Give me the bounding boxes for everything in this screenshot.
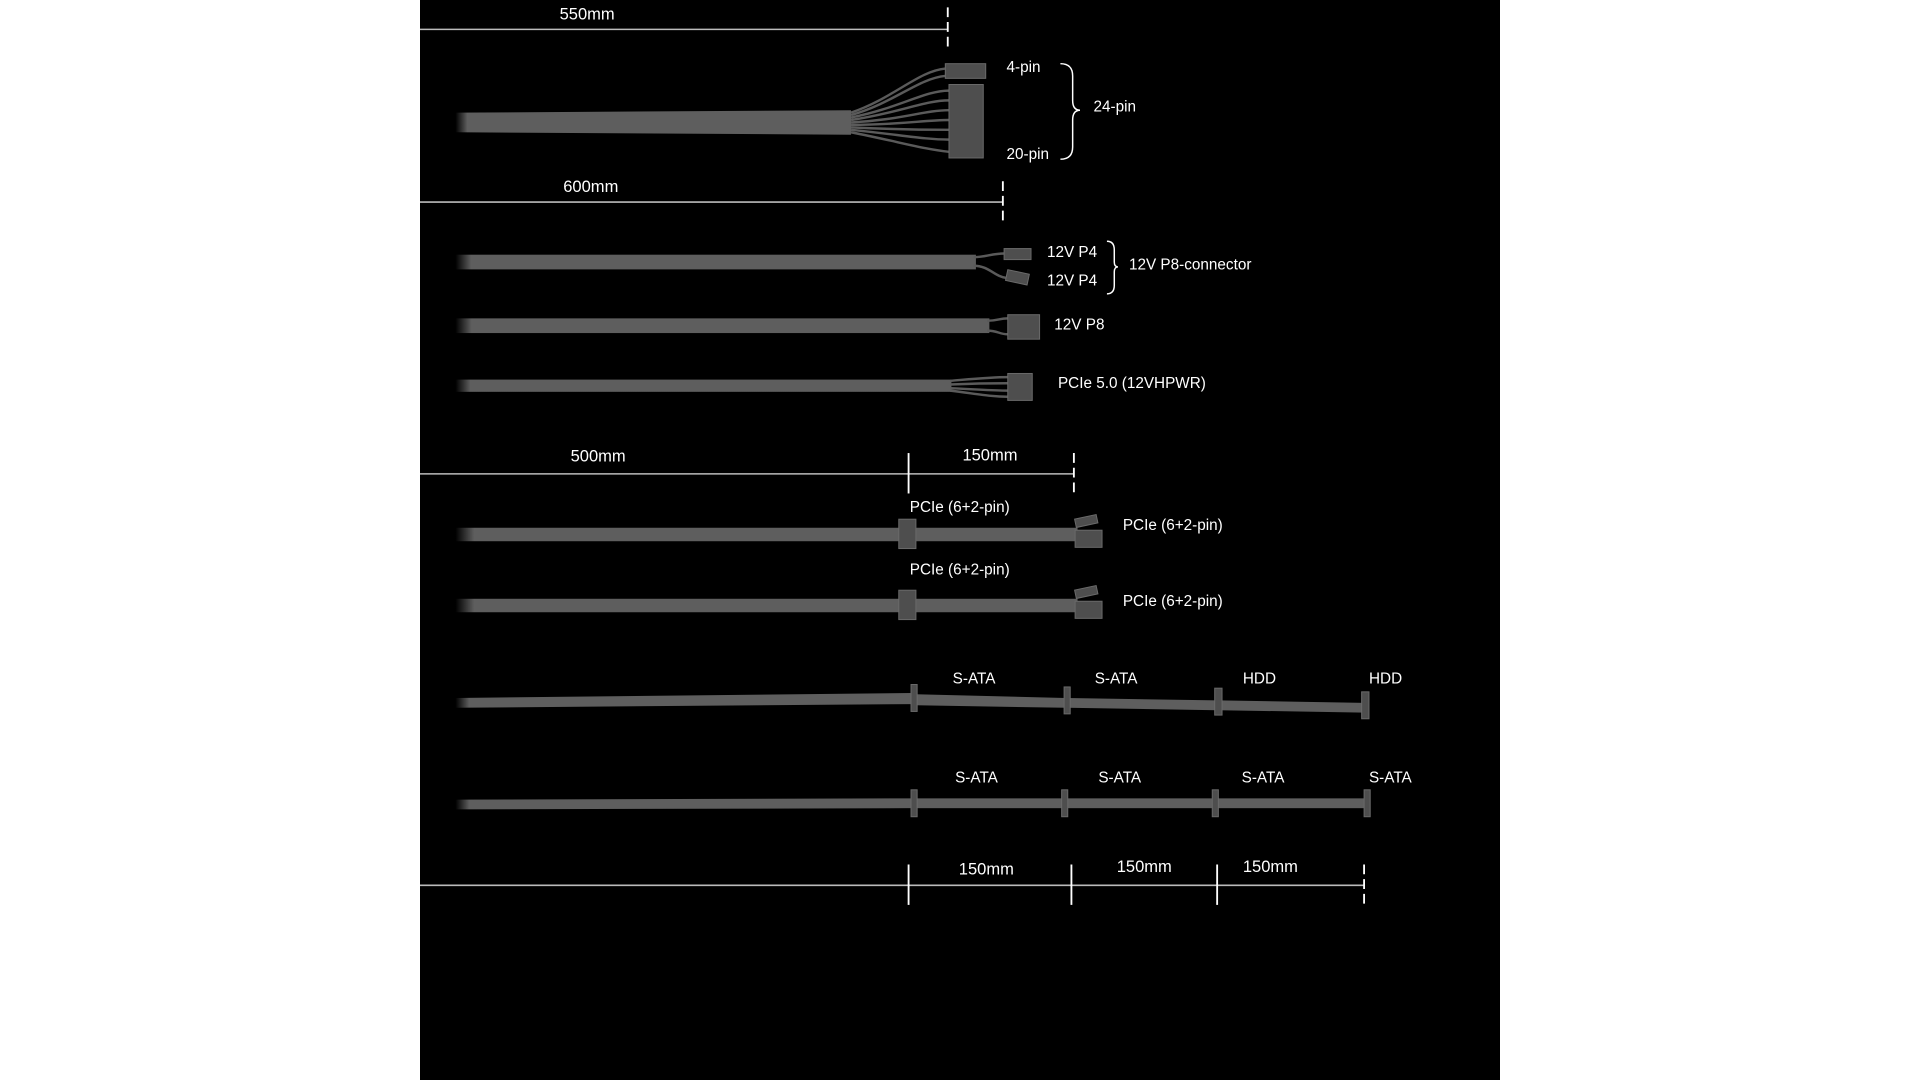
label-pcie5: PCIe 5.0 (12VHPWR) (1058, 375, 1206, 392)
label-pcie-1-mid: PCIe (6+2-pin) (910, 499, 1010, 516)
label-12v-p8: 12V P8 (1054, 316, 1104, 333)
label-pcie-2-mid: PCIe (6+2-pin) (910, 561, 1010, 578)
brace-24pin (1060, 62, 1081, 160)
20pin-connector (948, 84, 984, 159)
pcie-cable-1 (455, 513, 1103, 550)
cpu-p4p4-cable (455, 248, 1032, 286)
atx-length-label: 550mm (560, 5, 615, 24)
sata2-label-4: S-ATA (1369, 769, 1413, 786)
sata1-label-1: S-ATA (953, 670, 997, 687)
label-pcie-1-end: PCIe (6+2-pin) (1123, 517, 1223, 534)
label-20pin: 20-pin (1007, 146, 1050, 163)
pcie-length-ruler: 500mm 150mm (420, 445, 1075, 494)
pcie5-cable (455, 372, 1033, 401)
atx-24pin-cable (455, 63, 987, 159)
sata2-label-3: S-ATA (1242, 769, 1286, 786)
segment-length-1: 150mm (959, 859, 1014, 878)
label-24pin: 24-pin (1093, 98, 1136, 115)
segment-length-3: 150mm (1243, 857, 1298, 876)
label-12v-p4-a: 12V P4 (1047, 244, 1098, 261)
sata-cable-2 (455, 789, 1371, 818)
4pin-connector (944, 63, 987, 79)
cpu-p8-cable (455, 314, 1041, 340)
sata1-label-3: HDD (1243, 670, 1276, 687)
atx-length-ruler: 550mm (420, 5, 949, 47)
segment-length-2: 150mm (1117, 857, 1172, 876)
label-4pin: 4-pin (1007, 59, 1041, 76)
sata-length-ruler: 150mm 150mm 150mm (420, 857, 1365, 905)
sata2-label-1: S-ATA (955, 769, 999, 786)
label-12v-p8-connector: 12V P8-connector (1129, 256, 1251, 273)
sata1-label-2: S-ATA (1095, 670, 1139, 687)
sata1-label-4: HDD (1369, 670, 1402, 687)
pcie-main-length-label: 500mm (571, 447, 626, 466)
pcie-ext-length-label: 150mm (962, 445, 1017, 464)
cpu-length-ruler: 600mm (420, 177, 1004, 221)
cpu-length-label: 600mm (563, 177, 618, 196)
sata2-label-2: S-ATA (1098, 769, 1142, 786)
pcie-cable-2 (455, 584, 1103, 621)
label-12v-p4-b: 12V P4 (1047, 272, 1098, 289)
label-pcie-2-end: PCIe (6+2-pin) (1123, 593, 1223, 610)
